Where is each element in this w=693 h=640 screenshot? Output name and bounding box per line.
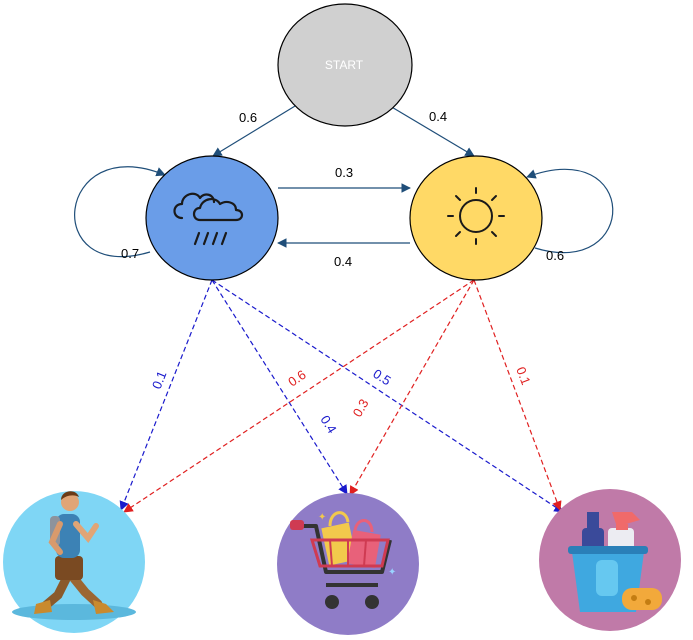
rain-cloud-icon (173, 192, 244, 246)
label-rainy-self: 0.7 (121, 246, 139, 261)
cleaning-supplies-icon (568, 512, 662, 612)
arrow-start-to-sunny (389, 105, 475, 157)
svg-text:✦: ✦ (388, 567, 396, 578)
emission-labels: 0.1 0.4 0.5 0.6 0.3 0.1 (149, 365, 534, 436)
label-rainy-shop: 0.4 (317, 413, 339, 436)
transition-arrows (74, 102, 614, 258)
svg-text:✦: ✦ (318, 512, 326, 523)
sunny-state (409, 155, 543, 281)
label-start-to-rainy: 0.6 (239, 110, 257, 125)
label-sunny-walk: 0.6 (285, 367, 308, 390)
shopping-cart-icon: ✦ ✦ (290, 511, 396, 609)
emission-arrows (119, 279, 564, 513)
label-sunny-to-rainy: 0.4 (334, 254, 352, 269)
walking-person-icon (34, 491, 114, 614)
rainy-state (145, 155, 279, 281)
sunny-node (409, 155, 543, 281)
start-state: START (277, 3, 413, 127)
emission-sunny-walk (123, 279, 475, 513)
emission-sunny-shop (349, 279, 475, 496)
emission-rainy-walk (119, 279, 213, 511)
start-label: START (325, 58, 364, 72)
label-sunny-clean: 0.1 (513, 365, 533, 387)
arrow-start-to-rainy (212, 102, 301, 157)
label-start-to-sunny: 0.4 (429, 109, 447, 124)
label-rainy-to-sunny: 0.3 (335, 165, 353, 180)
sun-icon (447, 187, 505, 245)
start-node (277, 3, 413, 127)
rainy-node (145, 155, 279, 281)
arrow-rainy-self-loop (74, 166, 166, 258)
label-rainy-walk: 0.1 (149, 369, 170, 391)
emission-rainy-shop (211, 279, 348, 495)
label-sunny-shop: 0.3 (350, 396, 372, 419)
observation-shop: ✦ ✦ (277, 493, 419, 635)
label-rainy-clean: 0.5 (370, 366, 393, 388)
label-sunny-self: 0.6 (546, 248, 564, 263)
observation-walk (3, 491, 145, 633)
emission-sunny-clean (473, 279, 562, 511)
arrow-sunny-self-loop (526, 168, 614, 254)
observation-clean (539, 489, 681, 631)
transition-labels: 0.6 0.4 0.3 0.4 0.7 0.6 (121, 109, 564, 269)
emission-rainy-clean (211, 279, 564, 513)
